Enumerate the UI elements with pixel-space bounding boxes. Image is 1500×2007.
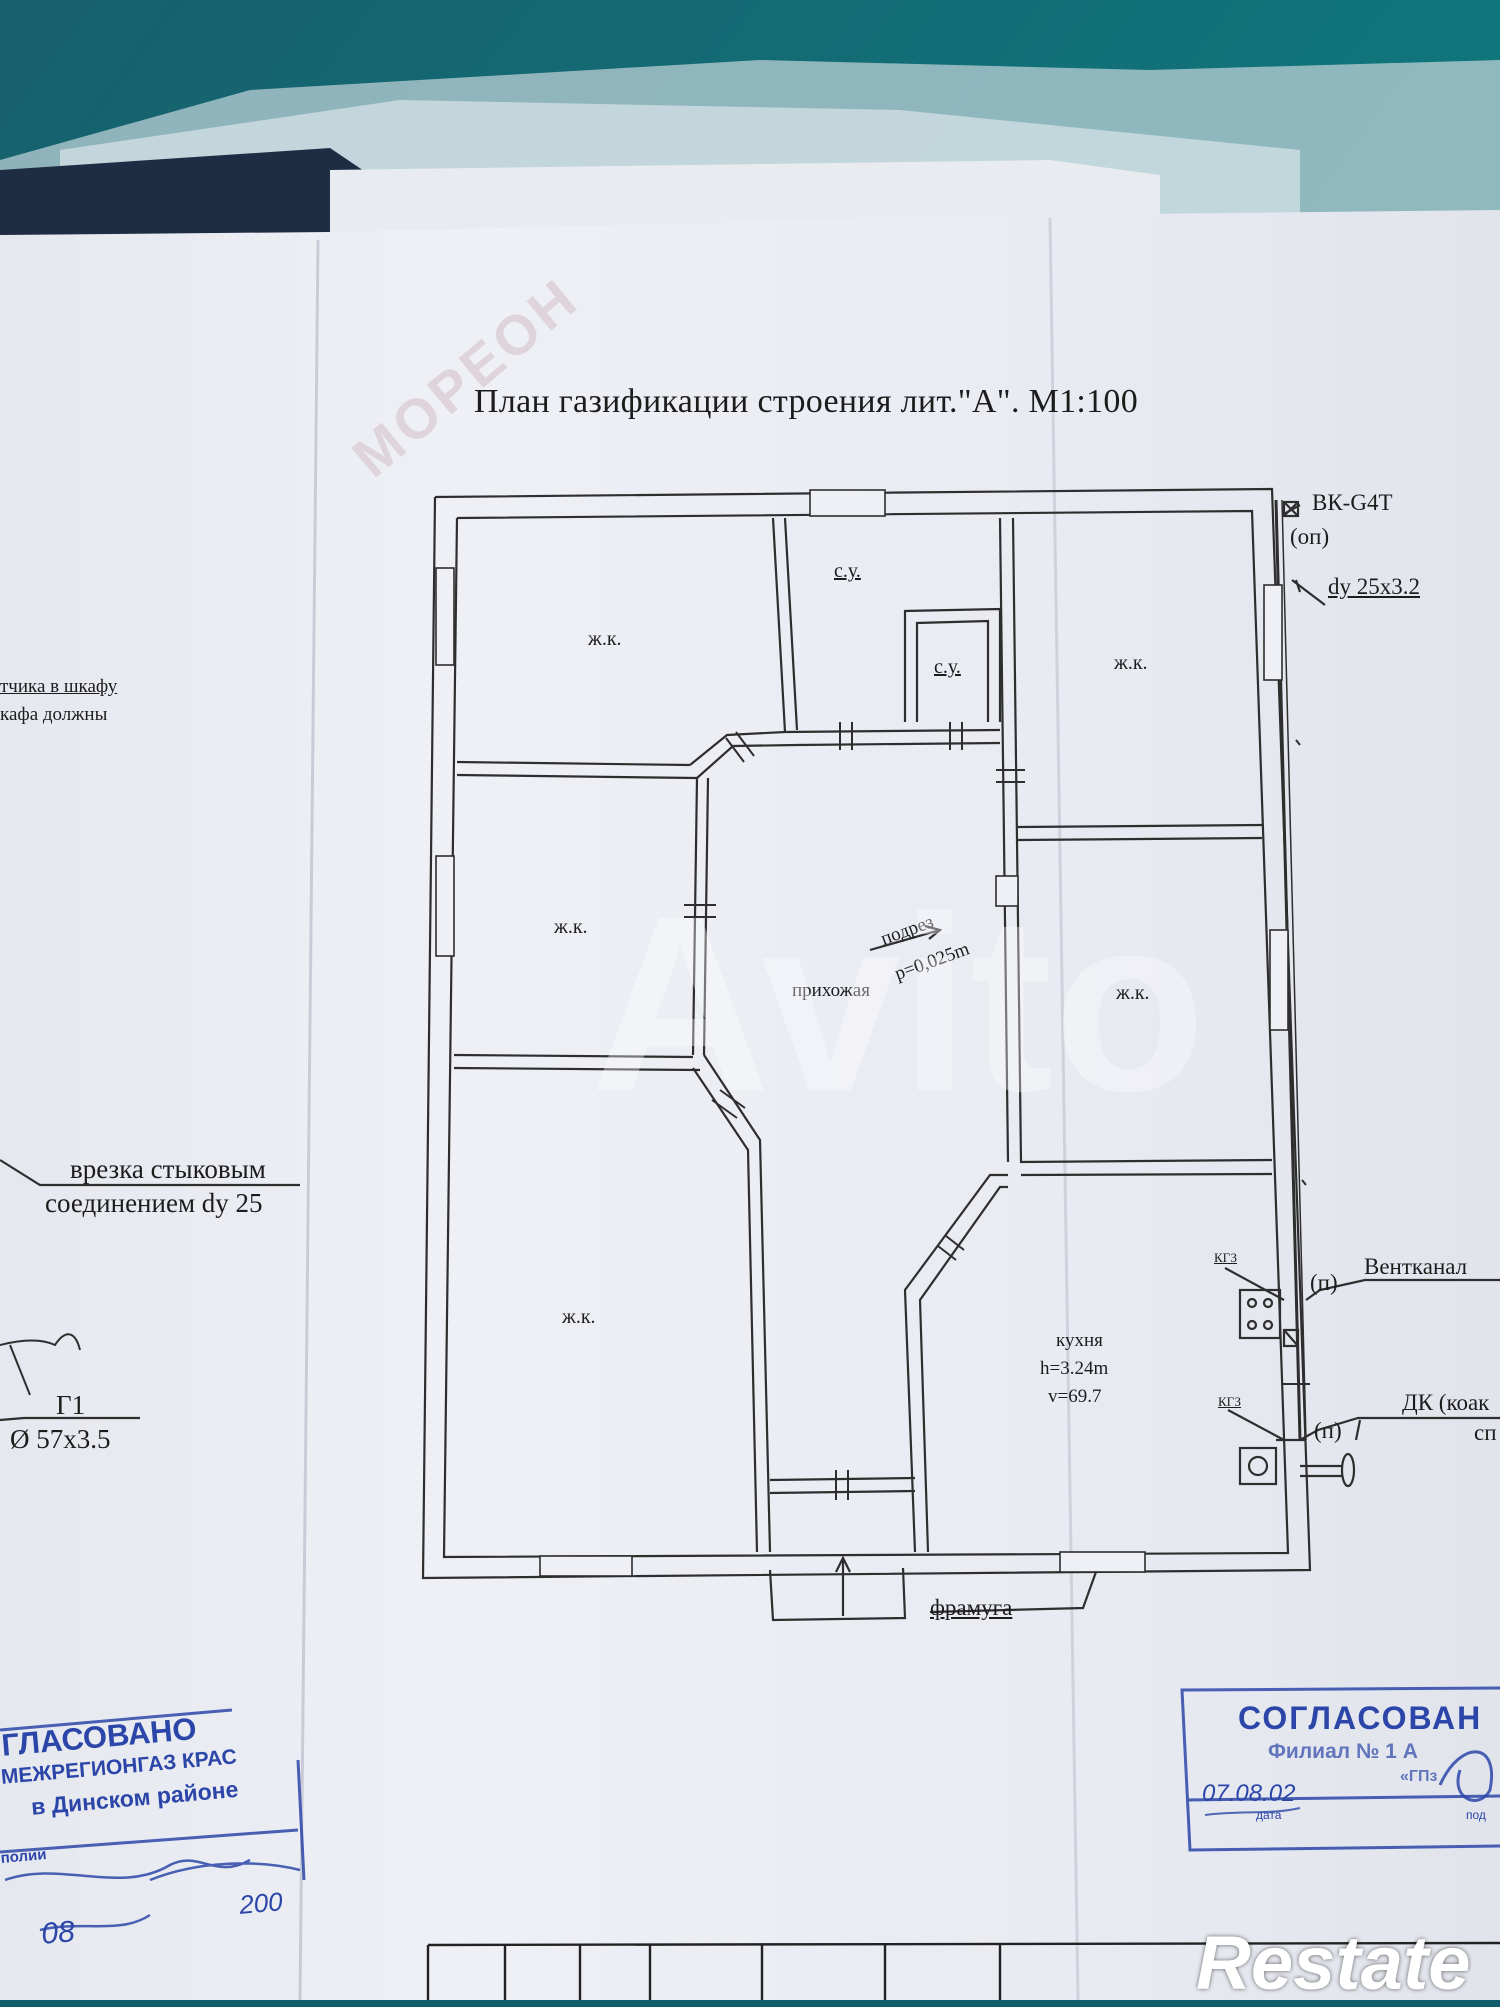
- cut-in-note-2: соединением dy 25: [45, 1188, 263, 1218]
- room-label-bathroom-2: с.у.: [934, 656, 961, 678]
- room-label-top-right: ж.к.: [1114, 652, 1148, 674]
- room-label-hallway: прихожая: [792, 980, 870, 1001]
- g1-size-label: Ø 57x3.5: [10, 1424, 111, 1454]
- room-label-kitchen: кухня: [1056, 1330, 1103, 1351]
- right-stamp-date: 07.08.02: [1202, 1780, 1296, 1807]
- room-label-bottom-left: ж.к.: [562, 1306, 596, 1328]
- left-stamp-year: 200: [238, 1886, 284, 1920]
- pipe-size-label: dy 25x3.2: [1328, 574, 1420, 599]
- kitchen-volume: v=69.7: [1048, 1386, 1102, 1407]
- g1-label: Г1: [56, 1390, 86, 1420]
- room-label-mid-right: ж.к.: [1116, 982, 1150, 1004]
- right-stamp-line-3: «ГПз: [1400, 1768, 1438, 1785]
- meter-sub-label: (оп): [1290, 524, 1330, 549]
- right-stamp-line-1: СОГЛАСОВАН: [1238, 1700, 1483, 1736]
- kgz-label-boiler: КГЗ: [1218, 1394, 1242, 1409]
- restate-watermark: Restate: [1196, 1921, 1471, 2006]
- left-note-line-2: кафа должны: [0, 704, 108, 725]
- plan-title: План газификации строения лит."А". М1:10…: [474, 383, 1139, 420]
- p-mark-stove: (п): [1310, 1270, 1338, 1295]
- room-label-mid-left: ж.к.: [554, 916, 588, 938]
- right-stamp-label-sign: под: [1466, 1808, 1486, 1822]
- ventkanal-label: Вентканал: [1364, 1254, 1468, 1279]
- room-label-top-left: ж.к.: [588, 628, 622, 650]
- meter-label: ВК-G4T: [1312, 490, 1393, 515]
- coaxial-sub-label: сп: [1474, 1420, 1497, 1445]
- kitchen-height: h=3.24m: [1040, 1358, 1109, 1379]
- cut-in-note-1: врезка стыковым: [70, 1154, 266, 1184]
- avito-watermark: Avito: [590, 864, 1206, 1143]
- framuga-label: фрамуга: [930, 1595, 1013, 1620]
- left-stamp-date: 08: [40, 1915, 77, 1951]
- room-label-bathroom-1: с.у.: [834, 560, 861, 582]
- kgz-label-stove: КГЗ: [1214, 1250, 1238, 1265]
- left-note-line-1: тчика в шкафу: [0, 676, 118, 697]
- right-stamp-line-2: Филиал № 1 А: [1268, 1740, 1418, 1763]
- coaxial-label: ДК (коак: [1402, 1390, 1490, 1415]
- p-mark-boiler: (п): [1314, 1418, 1342, 1443]
- right-stamp-label-date: дата: [1256, 1808, 1282, 1822]
